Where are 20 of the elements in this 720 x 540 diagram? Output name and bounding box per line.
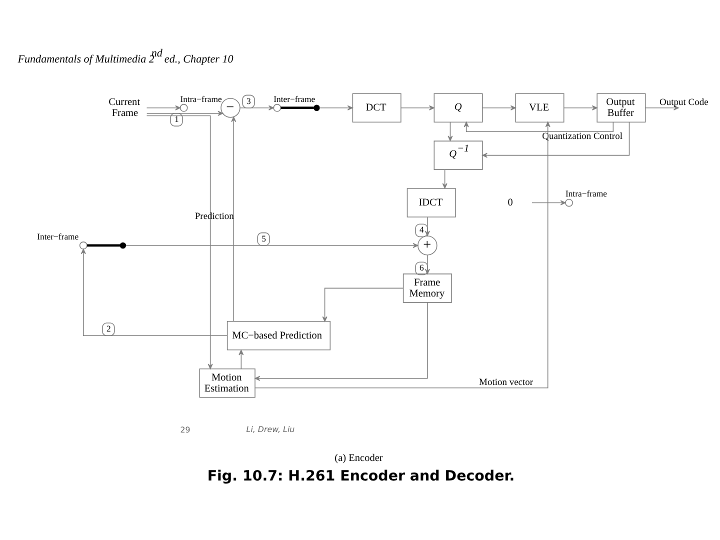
edge-label: 4 xyxy=(420,224,424,235)
node-label: Inter−frame xyxy=(37,231,79,242)
edge-label: 6 xyxy=(420,262,424,273)
node-label: Intra−frame xyxy=(565,188,608,199)
edge-label: Motion vector xyxy=(479,378,534,388)
diagram-title: Fig. 10.7: H.261 Encoder and Decoder. xyxy=(207,468,515,485)
edge-label: Prediction xyxy=(194,212,234,222)
node-label: Inter−frame xyxy=(274,94,316,104)
edge-label: 3 xyxy=(246,96,251,106)
edge-label: 2 xyxy=(106,324,111,334)
edge-label: 1 xyxy=(174,114,179,124)
node-label: Intra−frame xyxy=(180,94,222,104)
edge-label: Quantization Control xyxy=(542,132,622,142)
edge-label: Output Code xyxy=(660,98,708,108)
caption: (a) Encoder xyxy=(334,452,383,464)
node-text: Current Frame xyxy=(108,97,140,120)
edge-label: 5 xyxy=(262,233,266,244)
node-text: 0 xyxy=(508,197,513,208)
label: 29 xyxy=(180,426,190,435)
label: Li, Drew, Liu xyxy=(246,424,295,434)
